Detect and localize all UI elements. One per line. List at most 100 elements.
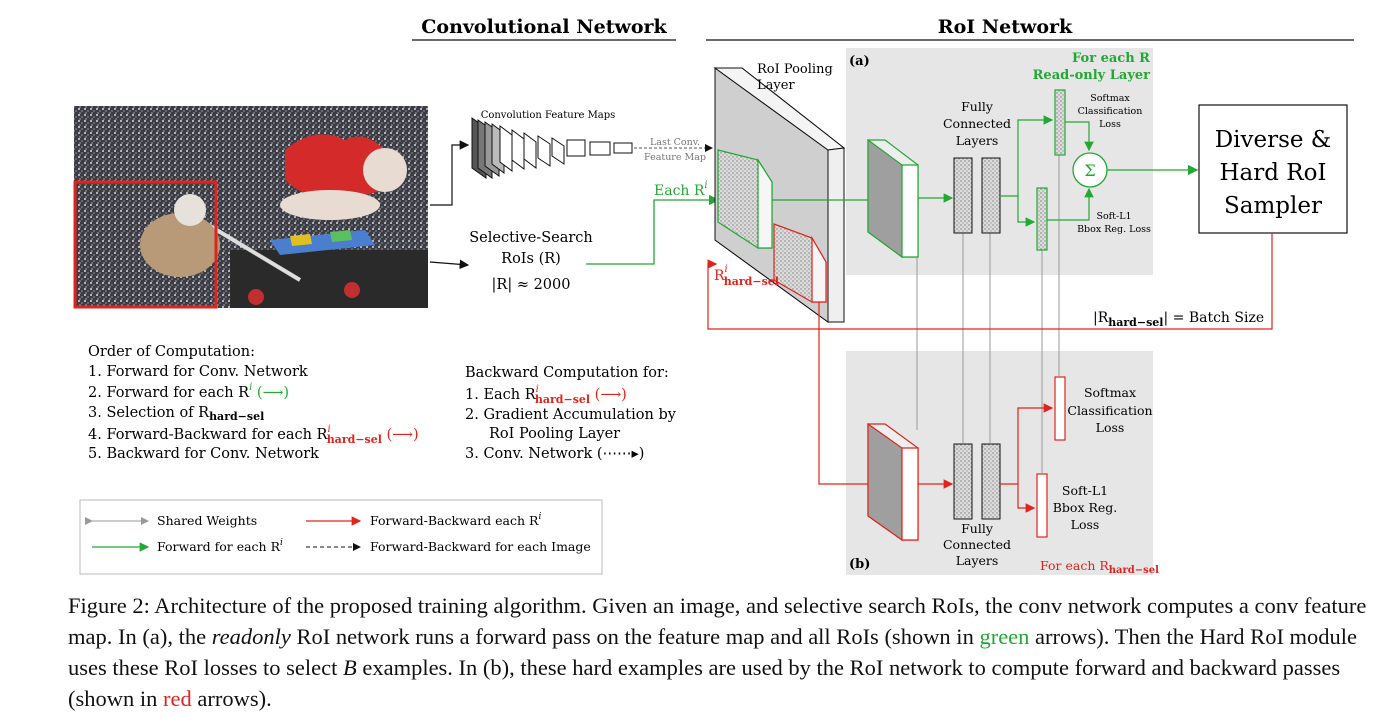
order-item-4-text: 4. Forward-Backward for each R — [88, 427, 329, 443]
legend: Shared Weights Forward for each Ri Forwa… — [79, 499, 603, 575]
backward-item-1-sub: hard−sel — [535, 393, 590, 406]
figure-caption: Figure 2: Architecture of the proposed t… — [68, 590, 1368, 714]
caption-part-2: RoI network runs a forward pass on the f… — [290, 624, 980, 649]
order-item-2-arrow: (⟶) — [252, 385, 289, 401]
l1-a-label-2: Bbox Reg. Loss — [1077, 224, 1151, 235]
order-item-2-text: 2. Forward for each R — [88, 385, 250, 401]
order-item-2: 2. Forward for each Ri (⟶) — [88, 382, 289, 401]
sampler-feedback-red — [707, 233, 1273, 330]
sm-b-label-1: Softmax — [1084, 385, 1136, 400]
caption-green: green — [979, 624, 1030, 649]
batch-rest: | = Batch Size — [1163, 310, 1264, 326]
backward-item-1-arrow: (⟶) — [590, 387, 627, 403]
fc-b-to-softmax — [1000, 403, 1054, 485]
pool-label-1: RoI Pooling — [757, 62, 833, 77]
backward-item-1-sup: i — [536, 384, 539, 395]
pool-label-2: Layer — [757, 78, 795, 93]
conv-feature-maps — [471, 117, 633, 179]
selective-label-3: |R| ≈ 2000 — [492, 277, 571, 293]
last-conv-label-1: Last Conv. — [650, 137, 700, 148]
order-item-4-sub: hard−sel — [327, 433, 382, 446]
each-r-green-arrow — [586, 194, 720, 265]
batch-r: |R — [1093, 310, 1109, 326]
conv-maps-label: Convolution Feature Maps — [481, 110, 616, 121]
l1-b-block — [1036, 473, 1048, 538]
order-item-2-sup: i — [249, 382, 252, 393]
conv-network-header: Convolutional Network — [421, 16, 667, 38]
backward-title: Backward Computation for: — [465, 365, 669, 381]
sm-a-label-1: Softmax — [1090, 93, 1130, 104]
roi-box-a — [867, 138, 919, 259]
image-to-conv-arrow — [430, 140, 470, 206]
backward-item-2: 2. Gradient Accumulation by — [465, 407, 677, 423]
sampler-label-2: Hard RoI — [1219, 160, 1326, 186]
for-each-hard-text: For each R — [1040, 558, 1109, 573]
legend-fb-each-sup: i — [538, 512, 541, 522]
caption-b: B — [342, 655, 357, 680]
fc-a-layer-2 — [981, 157, 1001, 234]
fc-b-to-l1 — [1017, 484, 1036, 513]
fc-b-label-3: Layers — [956, 553, 999, 568]
image-to-selective-arrow — [429, 259, 470, 270]
order-item-4-sup: i — [327, 424, 330, 435]
fc-b-layer-2 — [981, 443, 1001, 520]
backward-item-2b: RoI Pooling Layer — [489, 426, 620, 442]
roi-box-red — [73, 180, 218, 309]
legend-fb-each-label: Forward-Backward each Ri — [370, 512, 541, 528]
r-hard-sub: hard−sel — [724, 275, 779, 288]
order-item-3-sub: hard−sel — [209, 410, 264, 423]
batch-sub: hard−sel — [1108, 316, 1163, 329]
sm-b-label-2: Classification — [1067, 403, 1152, 418]
fc-a-label-1: Fully — [961, 99, 994, 114]
softmax-b-block — [1054, 376, 1066, 441]
roi-pooling-block — [713, 67, 846, 323]
panel-a-label: (a) — [849, 54, 870, 69]
sm-a-label-3: Loss — [1099, 119, 1121, 130]
readonly-label: Read-only Layer — [1033, 68, 1151, 83]
for-each-r-label: For each R — [1072, 51, 1150, 66]
roi-box-b — [867, 422, 919, 542]
each-r-label: Each Ri — [654, 180, 708, 199]
fc-a-label-3: Layers — [956, 133, 999, 148]
order-item-4-arrow: (⟶) — [382, 427, 419, 443]
legend-box — [79, 499, 603, 575]
fc-a-to-softmax — [1000, 115, 1054, 197]
caption-part-4: examples. In (b), these hard examples ar… — [68, 655, 1341, 711]
sampler-label-3: Sampler — [1224, 193, 1322, 219]
softmax-to-sum — [1065, 121, 1094, 152]
selective-label-1: Selective-Search — [469, 230, 593, 246]
caption-part-3: arrows). Then the Hard RoI module uses t… — [68, 624, 1358, 680]
sm-b-label-3: Loss — [1096, 420, 1125, 435]
l1-b-label-1: Soft-L1 — [1062, 483, 1108, 498]
roi-network-header: RoI Network — [938, 16, 1073, 38]
fc-b-label-1: Fully — [961, 521, 994, 536]
selective-label-2: RoIs (R) — [501, 251, 561, 267]
l1-b-label-2: Bbox Reg. — [1053, 500, 1118, 515]
each-r-text: Each R — [654, 183, 705, 199]
l1-a-label-1: Soft-L1 — [1096, 211, 1131, 222]
order-item-1: 1. Forward for Conv. Network — [88, 364, 308, 380]
caption-part-5: arrows). — [191, 686, 272, 711]
legend-forward-sup: i — [280, 538, 283, 548]
batch-size-label: |Rhard−sel| = Batch Size — [1093, 310, 1264, 329]
sum-symbol: Σ — [1084, 161, 1095, 180]
order-item-5: 5. Backward for Conv. Network — [88, 446, 319, 462]
backward-item-1-text: 1. Each R — [465, 387, 537, 403]
order-item-3-text: 3. Selection of R — [88, 405, 210, 421]
fc-a-to-l1 — [1017, 196, 1036, 227]
shared-weights-lines — [916, 154, 1060, 473]
legend-fb-image-label: Forward-Backward for each Image — [370, 539, 591, 554]
legend-forward-text: Forward for each R — [157, 539, 281, 554]
fc-a-layer-1 — [953, 157, 973, 234]
fc-b-label-2: Connected — [943, 537, 1011, 552]
legend-forward-label: Forward for each Ri — [157, 538, 283, 554]
legend-shared-label: Shared Weights — [157, 513, 257, 528]
panel-b-label: (b) — [849, 557, 870, 572]
order-title: Order of Computation: — [88, 344, 255, 360]
l1-b-label-3: Loss — [1071, 517, 1100, 532]
r-hard-r: R — [714, 268, 725, 284]
l1-a-block — [1036, 187, 1048, 251]
